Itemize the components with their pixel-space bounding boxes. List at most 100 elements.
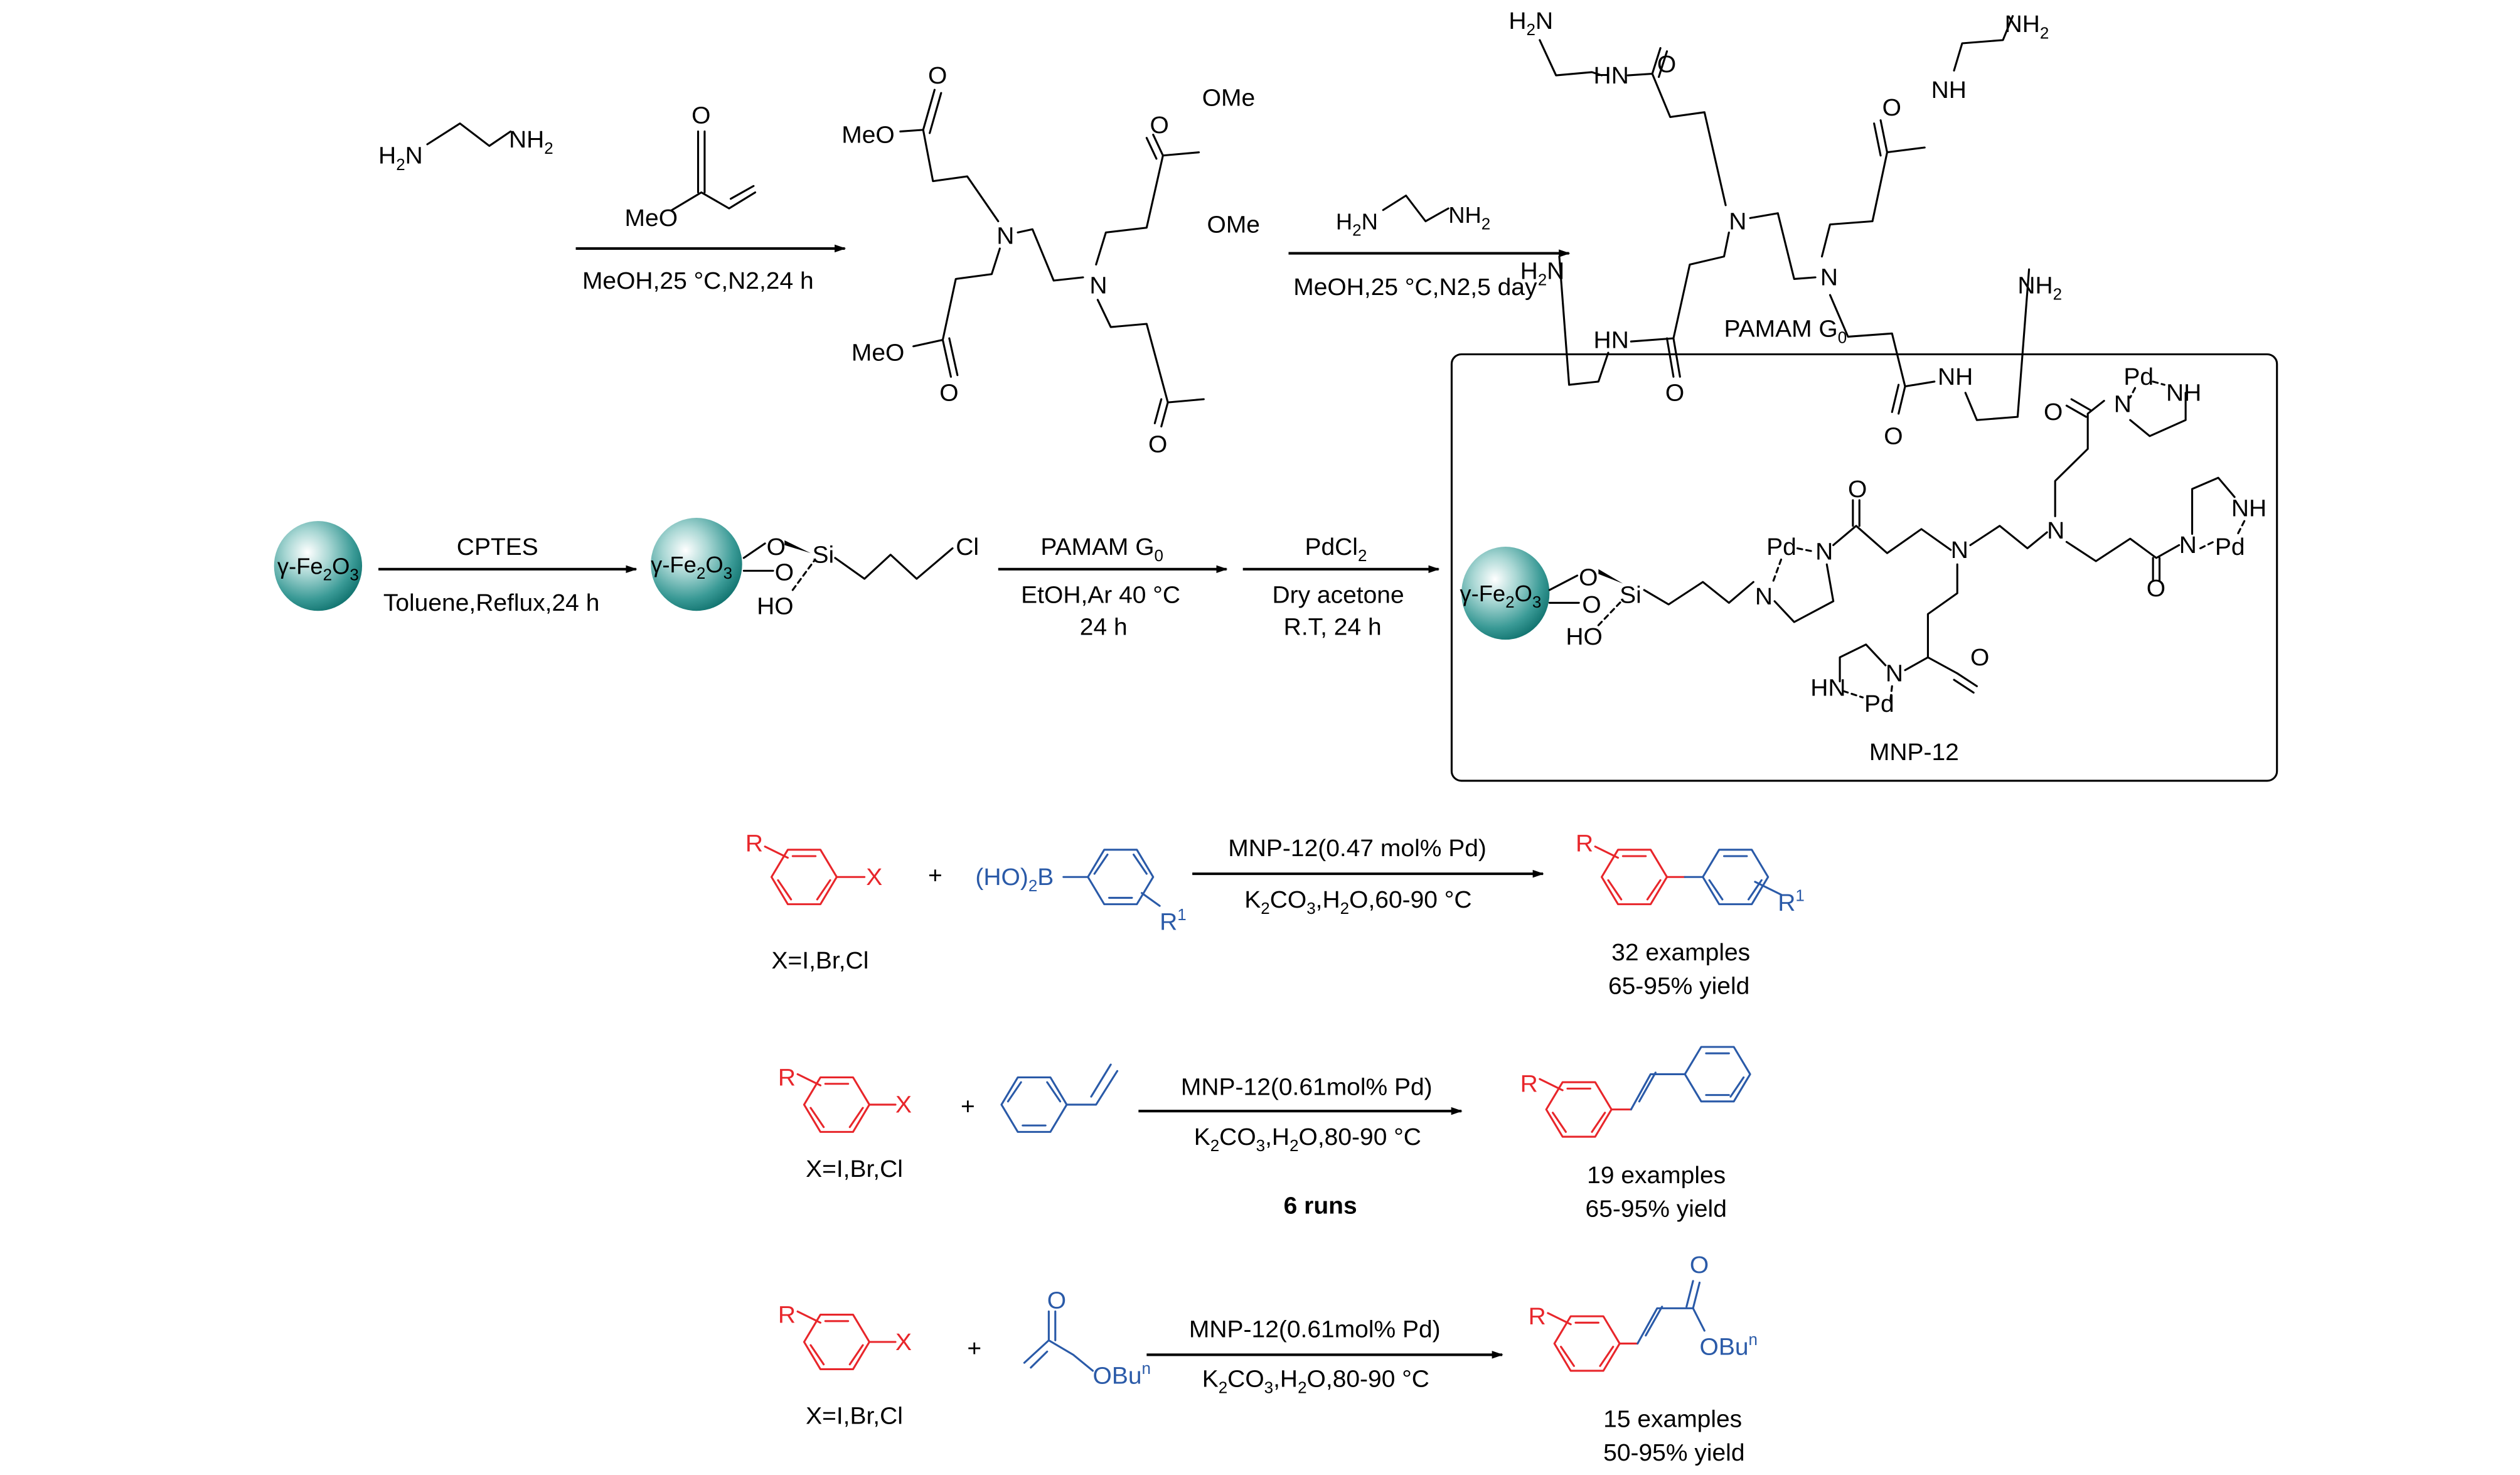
- bond-line: [1956, 672, 1978, 687]
- plus-sign: +: [961, 1093, 975, 1120]
- pamam-arrow: PAMAM G0 EtOH,Ar 40 °C 24 h: [998, 534, 1228, 640]
- label-part: O: [1515, 581, 1532, 606]
- benzene-ring-icon: [1684, 1046, 1751, 1103]
- atom-label: (HO)2B: [975, 864, 1054, 895]
- bond-line: [848, 1344, 864, 1366]
- atom-label: N: [2114, 391, 2132, 418]
- atom-label: H2N: [1520, 258, 1565, 289]
- bond-line: [1879, 119, 1889, 154]
- label-part: 2: [1210, 1137, 1219, 1155]
- bond-line: [1093, 853, 1109, 875]
- bond-line: [1548, 574, 1579, 591]
- atom-label: X: [895, 1329, 912, 1356]
- bond-line: [764, 845, 789, 859]
- atom-label: Si: [1620, 582, 1642, 609]
- bond-chain: [2129, 392, 2187, 437]
- atom-label: Pd: [2215, 534, 2245, 560]
- bond-line: [2129, 387, 2137, 399]
- label-part: 1: [1177, 906, 1186, 924]
- bond-line: [2070, 398, 2092, 412]
- bond-line: [791, 560, 815, 591]
- halide-note: X=I,Br,Cl: [806, 1403, 903, 1430]
- bond-chain: [1820, 146, 1926, 258]
- label-part: O,80-90 °C: [1299, 1124, 1421, 1150]
- atom-label: O: [1582, 591, 1601, 618]
- bond-chain: [1953, 15, 2014, 72]
- label-part: 3: [1264, 1380, 1273, 1397]
- label-part: CO: [1270, 886, 1306, 913]
- atom-label: Pd: [2123, 363, 2154, 390]
- bond-line: [1552, 1112, 1567, 1133]
- stilbene-product: R: [1520, 1046, 1751, 1138]
- catalyst-name: MNP-12: [1869, 739, 1959, 766]
- bond-line: [1904, 656, 1929, 672]
- benzene-ring-icon: [1545, 1081, 1613, 1138]
- label-part: n: [1749, 1331, 1758, 1349]
- bond-line: [929, 92, 942, 134]
- pamam-reagent: PAMAM G0: [1040, 534, 1163, 565]
- label-part: O,80-90 °C: [1307, 1366, 1429, 1393]
- bond-line: [922, 88, 936, 131]
- label-part: PAMAM G: [1040, 534, 1154, 560]
- cptes-arrow: CPTES Toluene,Reflux,24 h: [378, 534, 638, 616]
- boronic-acid: (HO)2B R1: [975, 849, 1187, 935]
- label-part: ,H: [1273, 1366, 1298, 1393]
- label-part: 2: [1340, 900, 1349, 918]
- label-part: K: [1202, 1366, 1219, 1393]
- nanoparticle-sphere-icon: [1461, 547, 1550, 640]
- label-part: 2: [1028, 877, 1037, 895]
- label-part: 3: [1256, 1137, 1265, 1155]
- bond-line: [777, 879, 793, 901]
- label-part: 2: [544, 140, 553, 158]
- atom-label: N: [1886, 660, 1903, 687]
- pamam-g0-product: H2N HN HN H2N NH2 NH NH NH2 O O O O N N …: [1508, 8, 2062, 449]
- bond-chain: [1017, 228, 1084, 282]
- label-part: 3: [1532, 594, 1541, 611]
- halide-note: X=I,Br,Cl: [771, 947, 868, 974]
- bond-chain: [834, 547, 954, 580]
- atom-label: OMe: [1207, 212, 1260, 239]
- bond-chain: [2191, 476, 2236, 535]
- bond-line: [1685, 1280, 1694, 1308]
- bond-chain: [1832, 525, 1952, 554]
- bond-line: [941, 338, 952, 378]
- step2-conditions: MeOH,25 °C,N2,5 day: [1293, 274, 1537, 301]
- chloropropyl-silane-particle: γ-Fe2O3 O O Si HO Cl: [651, 518, 979, 620]
- label-part: K: [1244, 886, 1261, 913]
- atom-label: O: [1848, 476, 1867, 503]
- bond-chain: [1749, 212, 1817, 280]
- label-part: NH: [509, 126, 544, 153]
- cptes-label: CPTES: [457, 534, 538, 560]
- atom-label: O: [2147, 576, 2165, 603]
- aryl-halide-3: R X X=I,Br,Cl: [778, 1302, 912, 1430]
- catalyst-loading: MNP-12(0.61mol% Pd): [1181, 1074, 1433, 1101]
- atom-label: R: [1529, 1303, 1546, 1330]
- bond-chain: [1829, 294, 1936, 388]
- bond-chain: [1773, 563, 1835, 623]
- examples-count: 19 examples: [1587, 1162, 1726, 1189]
- atom-label: γ-Fe2O3: [1460, 581, 1541, 611]
- bond-line: [1891, 384, 1900, 413]
- bond-line: [2152, 380, 2165, 386]
- bond-line: [1771, 558, 1783, 583]
- atom-label: NH: [1931, 77, 1967, 104]
- pamam-g0-label: PAMAM G0: [1724, 316, 1847, 347]
- bond-chain: [1539, 39, 1603, 77]
- bond-line: [2236, 520, 2246, 535]
- atom-label: R1: [1778, 888, 1805, 916]
- wedge-bond-icon: [1598, 569, 1623, 584]
- tetraester-intermediate: MeO MeO OMe OMe O O O O N N: [841, 62, 1260, 458]
- bond-line: [1152, 134, 1164, 157]
- cinnamate-product: R O OBun: [1529, 1252, 1758, 1372]
- biaryl-product: R R1: [1576, 830, 1805, 916]
- bond-line: [1160, 401, 1169, 427]
- bond-line: [1729, 1076, 1745, 1098]
- atom-label: HN: [1594, 327, 1629, 354]
- atom-label: O: [1148, 431, 1167, 458]
- label-part: ,H: [1265, 1124, 1289, 1150]
- bond-line: [796, 1073, 822, 1086]
- bond-chain: [1382, 195, 1450, 223]
- bond-chain: [1023, 1339, 1094, 1372]
- atom-label: Dry acetone: [1272, 582, 1404, 609]
- bond-line: [1594, 845, 1620, 859]
